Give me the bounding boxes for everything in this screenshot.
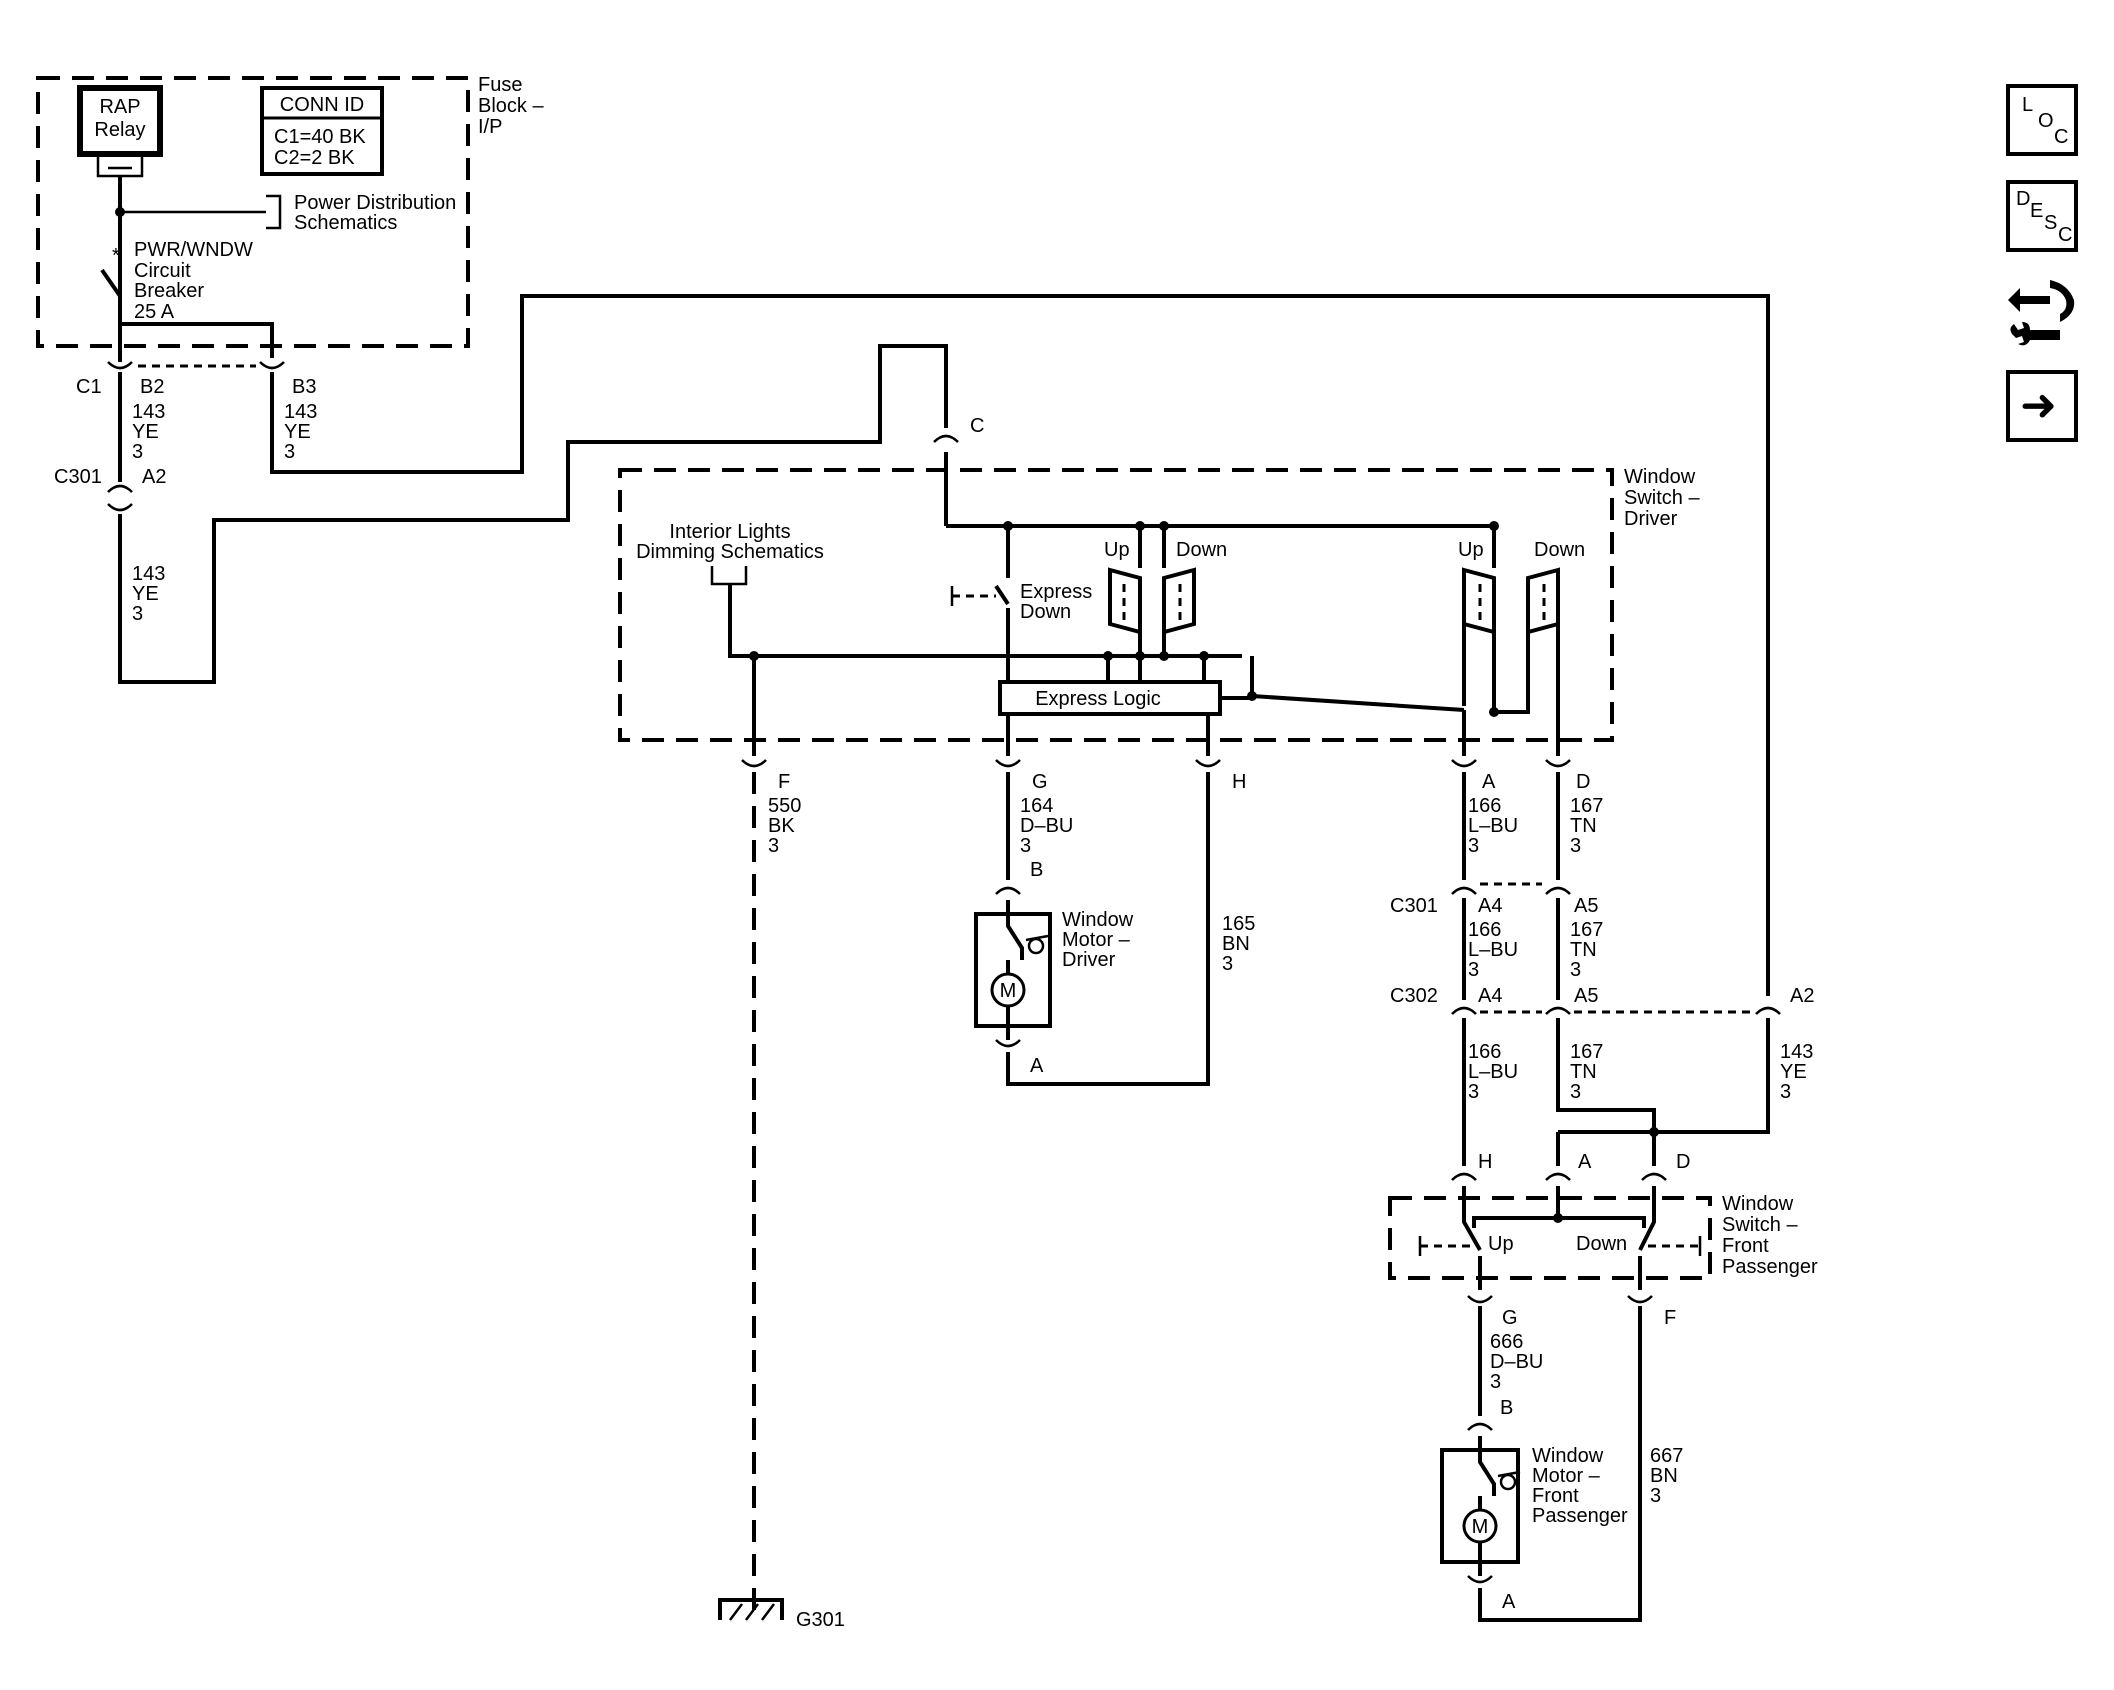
connector-c-driver: C [933,415,984,526]
c302-label: C302 [1390,985,1438,1007]
connector-repair-icon[interactable] [2004,270,2082,354]
driver-down-label-right: Down [1534,539,1585,561]
driver-switch-connectors: F G H A D [741,656,1590,793]
driver-up-label-left: Up [1104,539,1130,561]
b-label-driver-motor: B [1030,859,1043,881]
driver-motor-symbol: M [1000,980,1017,1002]
fuse-block-outline [36,76,470,348]
a-label-driver-motor: A [1030,1055,1044,1077]
d-label-driver: D [1576,771,1590,793]
ground-g301: G301 [718,1598,845,1631]
passenger-up-label: Up [1488,1233,1514,1255]
f-label-driver: F [778,771,790,793]
a5-label-c301: A5 [1574,895,1598,917]
next-button[interactable]: ➜ [2006,370,2078,442]
desc-letter-d: D [2016,188,2031,210]
passenger-switch-outline [1388,1196,1712,1280]
h-label-passenger: H [1478,1151,1492,1173]
driver-switch-outline [618,468,1614,742]
g-label-driver: G [1032,771,1048,793]
connector-c302: C302 A4 A5 A2 [1390,985,1814,1015]
b3-label: B3 [292,376,316,398]
g-label-passenger: G [1502,1307,1518,1329]
a2-label-left: A2 [142,466,166,488]
h-label-driver: H [1232,771,1246,793]
c301-label-right: C301 [1390,895,1438,917]
loc-letter-l: L [2022,94,2034,116]
conn-id-line-1: C1=40 BK [274,126,366,148]
rap-relay-box [77,85,163,157]
location-button[interactable]: L O C [2006,84,2078,156]
connector-repair-svg [2008,280,2075,346]
a-label-passenger: A [1578,1151,1592,1173]
ground-label: G301 [796,1609,845,1631]
breaker-mark: * [112,245,120,267]
a5-label-c302: A5 [1574,985,1598,1007]
a4-label-c301: A4 [1478,895,1502,917]
driver-down-label-left: Down [1176,539,1227,561]
c1-label: C1 [76,376,102,398]
express-logic-label: Express Logic [1035,688,1161,710]
b-label-passenger-motor: B [1500,1397,1513,1419]
connector-c301-right: C301 A4 A5 [1390,882,1598,917]
passenger-down-label: Down [1576,1233,1627,1255]
c-label: C [970,415,984,437]
passenger-motor-symbol: M [1472,1516,1489,1538]
desc-letter-e: E [2030,200,2044,222]
conn-id-title: CONN ID [280,94,364,116]
desc-letter-s: S [2044,212,2058,234]
arrow-right-icon: ➜ [2020,381,2057,430]
c301-label-left: C301 [54,466,102,488]
a4-label-c302: A4 [1478,985,1502,1007]
loc-letter-c: C [2054,126,2069,148]
desc-letter-c: C [2058,224,2073,246]
connector-c301-a2-left: C301 A2 [54,466,166,512]
description-button[interactable]: D E S C [2006,180,2078,252]
conn-id-box [260,86,384,176]
b2-label: B2 [140,376,164,398]
loc-letter-o: O [2038,110,2054,132]
driver-up-label-right: Up [1458,539,1484,561]
conn-id-line-2: C2=2 BK [274,147,355,169]
a-label-driver: A [1482,771,1496,793]
a2-label-c302: A2 [1790,985,1814,1007]
d-label-passenger: D [1676,1151,1690,1173]
a-label-passenger-motor: A [1502,1591,1516,1613]
passenger-switch-output-connectors: G F [1467,1295,1676,1329]
f-label-passenger: F [1664,1307,1676,1329]
passenger-switch-input-connectors: H A D [1451,1130,1690,1181]
